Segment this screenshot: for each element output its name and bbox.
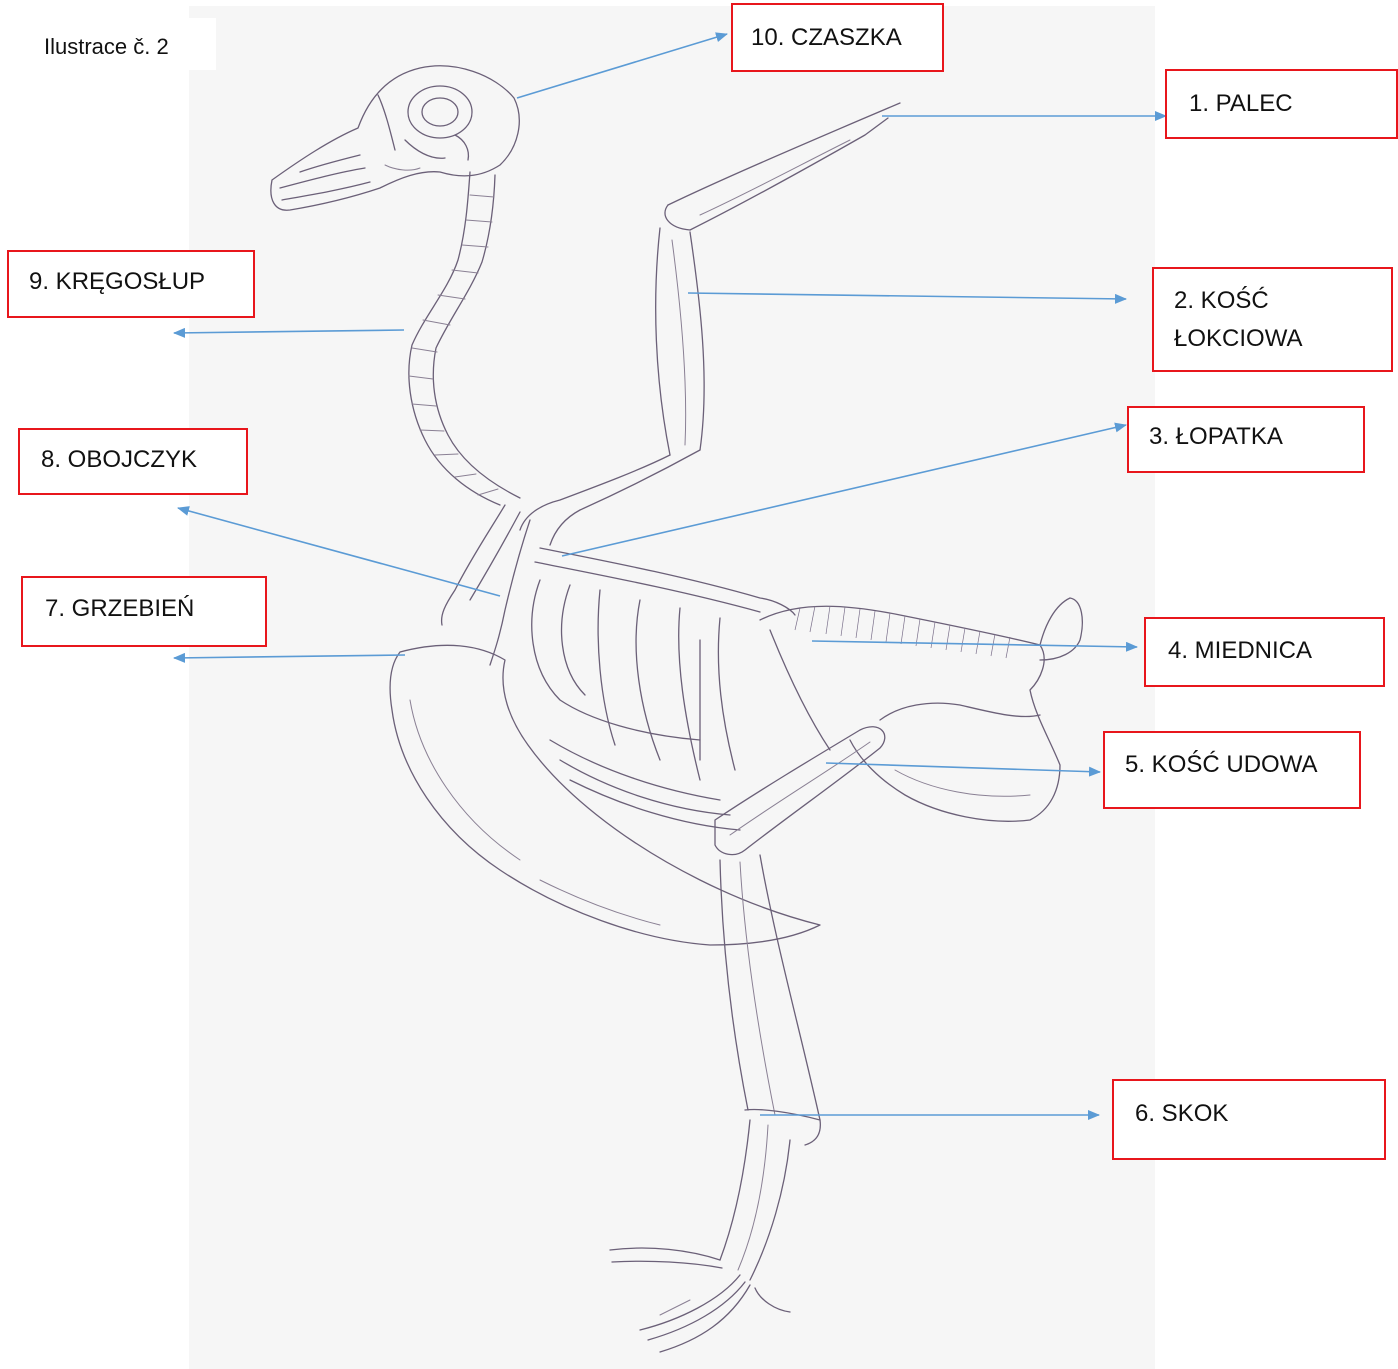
label-obojczyk: 8. OBOJCZYK	[18, 428, 248, 495]
label-kosc-lokciowa: 2. KOŚĆ ŁOKCIOWA	[1152, 267, 1393, 372]
label-kregoslup: 9. KRĘGOSŁUP	[7, 250, 255, 318]
label-skok: 6. SKOK	[1112, 1079, 1386, 1160]
shoulder-drawing	[442, 505, 795, 665]
keel-drawing	[390, 645, 820, 945]
label-obojczyk-text: 8. OBOJCZYK	[41, 446, 197, 473]
label-grzebien: 7. GRZEBIEŃ	[21, 576, 267, 647]
femur-drawing	[715, 727, 885, 855]
arrow-lopatka	[562, 425, 1126, 556]
label-miednica-text: 4. MIEDNICA	[1168, 637, 1312, 664]
label-grzebien-text: 7. GRZEBIEŃ	[45, 595, 194, 622]
arrow-kosc-udowa	[826, 763, 1100, 772]
leg-drawing	[720, 855, 820, 1280]
toes-drawing	[610, 1248, 790, 1352]
label-lopatka-text: 3. ŁOPATKA	[1149, 423, 1283, 450]
label-czaszka: 10. CZASZKA	[731, 3, 944, 72]
label-skok-text: 6. SKOK	[1135, 1100, 1228, 1127]
wing-drawing	[520, 103, 900, 545]
ribs-drawing	[532, 580, 740, 830]
spine-drawing	[409, 172, 520, 505]
arrow-czaszka	[517, 34, 727, 98]
arrow-kregoslup	[174, 330, 404, 333]
arrow-kosc-lokciowa	[688, 293, 1126, 299]
label-kregoslup-text: 9. KRĘGOSŁUP	[29, 268, 205, 295]
label-miednica: 4. MIEDNICA	[1144, 617, 1385, 687]
pelvis-drawing	[760, 598, 1082, 821]
label-kosc-lokciowa-line2: ŁOKCIOWA	[1174, 320, 1373, 358]
bird-skeleton-illustration	[271, 66, 1082, 1352]
label-kosc-udowa-text: 5. KOŚĆ UDOWA	[1125, 751, 1317, 778]
label-palec-text: 1. PALEC	[1189, 90, 1293, 117]
label-lopatka: 3. ŁOPATKA	[1127, 406, 1365, 473]
label-kosc-udowa: 5. KOŚĆ UDOWA	[1103, 731, 1361, 809]
skull-drawing	[271, 66, 519, 210]
label-kosc-lokciowa-line1: 2. KOŚĆ	[1174, 282, 1373, 320]
label-palec: 1. PALEC	[1165, 69, 1398, 139]
arrow-grzebien	[174, 655, 405, 658]
arrow-miednica	[812, 641, 1137, 647]
label-czaszka-text: 10. CZASZKA	[751, 24, 902, 51]
